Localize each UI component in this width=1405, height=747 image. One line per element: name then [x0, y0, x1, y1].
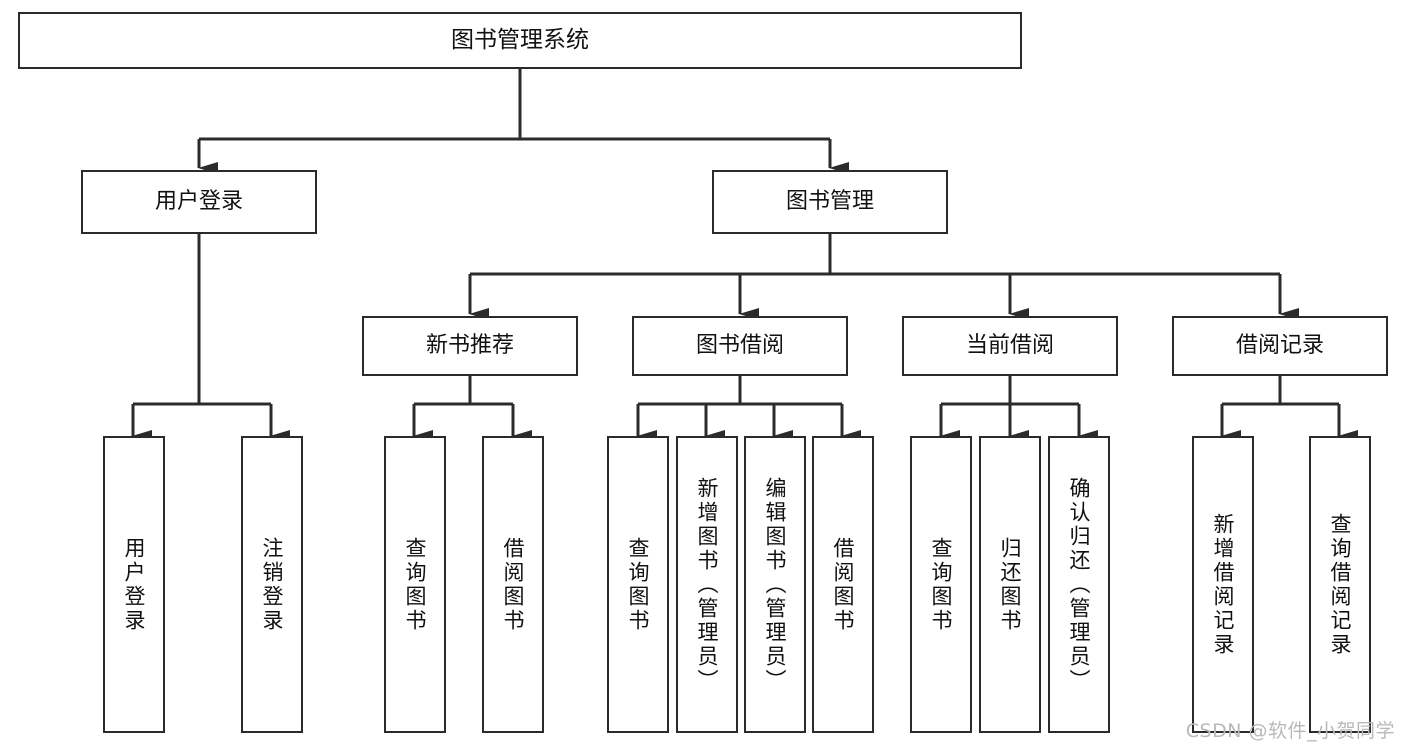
node-book-borrow[interactable]: 图书借阅: [632, 316, 848, 376]
leaf-query-book-borrow[interactable]: 查询图书: [607, 436, 669, 733]
node-current-borrow[interactable]: 当前借阅: [902, 316, 1118, 376]
leaf-return-book[interactable]: 归还图书: [979, 436, 1041, 733]
node-label: 查询图书: [626, 536, 651, 633]
node-label: 确认归还（管理员）: [1067, 476, 1092, 693]
leaf-logout[interactable]: 注销登录: [241, 436, 303, 733]
node-new-book-recommend[interactable]: 新书推荐: [362, 316, 578, 376]
node-label: 借阅图书: [501, 536, 526, 633]
node-label: 图书管理系统: [451, 26, 589, 53]
node-label: 查询图书: [403, 536, 428, 633]
node-label: 用户登录: [154, 189, 243, 215]
leaf-borrow-book-recommend[interactable]: 借阅图书: [482, 436, 544, 733]
node-label: 编辑图书（管理员）: [763, 476, 788, 693]
leaf-add-borrow-record[interactable]: 新增借阅记录: [1192, 436, 1254, 733]
node-root-system[interactable]: 图书管理系统: [18, 12, 1022, 69]
node-label: 新增借阅记录: [1211, 512, 1236, 657]
node-label: 图书借阅: [695, 333, 784, 359]
leaf-query-book-recommend[interactable]: 查询图书: [384, 436, 446, 733]
node-borrow-record[interactable]: 借阅记录: [1172, 316, 1388, 376]
node-label: 归还图书: [998, 536, 1023, 633]
node-label: 用户登录: [122, 536, 147, 633]
node-label: 查询图书: [929, 536, 954, 633]
node-label: 注销登录: [260, 536, 285, 633]
leaf-user-login[interactable]: 用户登录: [103, 436, 165, 733]
node-label: 借阅图书: [831, 536, 856, 633]
node-label: 图书管理: [785, 189, 874, 215]
node-label: 借阅记录: [1235, 333, 1324, 359]
leaf-borrow-book[interactable]: 借阅图书: [812, 436, 874, 733]
leaf-query-book-current[interactable]: 查询图书: [910, 436, 972, 733]
node-label: 新书推荐: [425, 333, 514, 359]
node-label: 新增图书（管理员）: [695, 476, 720, 693]
node-book-management[interactable]: 图书管理: [712, 170, 948, 234]
node-user-login[interactable]: 用户登录: [81, 170, 317, 234]
leaf-edit-book-admin[interactable]: 编辑图书（管理员）: [744, 436, 806, 733]
leaf-query-borrow-record[interactable]: 查询借阅记录: [1309, 436, 1371, 733]
node-label: 查询借阅记录: [1328, 512, 1353, 657]
node-label: 当前借阅: [965, 333, 1054, 359]
leaf-confirm-return-admin[interactable]: 确认归还（管理员）: [1048, 436, 1110, 733]
leaf-add-book-admin[interactable]: 新增图书（管理员）: [676, 436, 738, 733]
